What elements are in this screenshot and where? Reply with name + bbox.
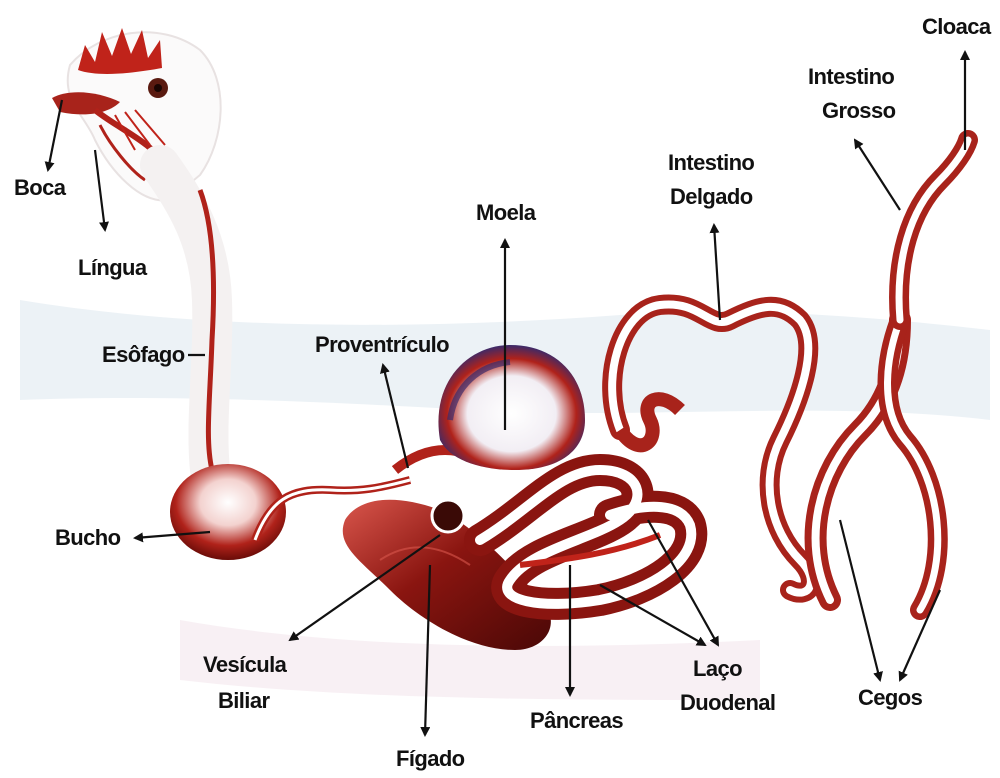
label-moela: Moela <box>476 200 537 225</box>
arrow-intestino-grosso <box>855 140 900 210</box>
label-intestino-grosso-2: Grosso <box>822 98 896 123</box>
large-intestine <box>899 140 968 320</box>
label-laco-1: Laço <box>693 656 742 681</box>
duodenal-loop <box>480 470 691 604</box>
label-figado: Fígado <box>396 746 465 771</box>
label-intestino-delgado-1: Intestino <box>668 150 754 175</box>
label-cloaca: Cloaca <box>922 14 992 39</box>
label-vesicula-2: Biliar <box>218 688 270 713</box>
arrow-cegos-1 <box>840 520 880 680</box>
label-vesicula-1: Vesícula <box>203 652 288 677</box>
arrow-intestino-delgado <box>714 225 720 320</box>
label-bucho: Bucho <box>55 525 121 550</box>
label-intestino-grosso-1: Intestino <box>808 64 894 89</box>
label-esofago: Esôfago <box>102 342 185 367</box>
label-cegos: Cegos <box>858 685 923 710</box>
label-laco-2: Duodenal <box>680 690 775 715</box>
label-pancreas: Pâncreas <box>530 708 623 733</box>
arrow-lingua <box>95 150 105 230</box>
gallbladder <box>432 500 464 532</box>
label-lingua: Língua <box>78 255 148 280</box>
label-boca: Boca <box>14 175 67 200</box>
label-proventriculo: Proventrículo <box>315 332 449 357</box>
label-intestino-delgado-2: Delgado <box>670 184 753 209</box>
esophagus <box>160 165 214 470</box>
arrow-boca <box>48 100 62 170</box>
